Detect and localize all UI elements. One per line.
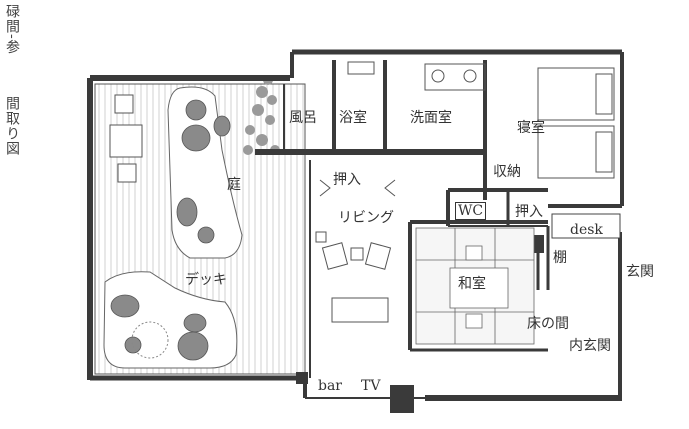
sinks (424, 63, 486, 91)
walls (87, 49, 624, 401)
room-label-japanese-room: 和室 (458, 276, 486, 292)
room-label-bathroom: 浴室 (339, 110, 367, 126)
room-label-bedroom: 寝室 (517, 120, 545, 136)
room-label-wc: WC (455, 202, 487, 220)
room-label-closet-right: 押入 (515, 204, 543, 220)
room-label-washroom: 洗面室 (410, 110, 452, 126)
shower (347, 61, 375, 75)
plan-title-line2: 間取り図 (4, 96, 20, 156)
desk-counter (551, 213, 621, 239)
room-label-storage: 収納 (493, 164, 521, 180)
room-label-tokonoma: 床の間 (527, 316, 569, 332)
room-label-shelf: 棚 (553, 250, 567, 266)
deck-furniture (109, 94, 143, 183)
room-label-entrance: 玄関 (626, 264, 654, 280)
room-label-living: リビング (338, 210, 394, 226)
room-label-garden: 庭 (227, 177, 241, 193)
room-label-inner-entrance: 内玄関 (569, 338, 611, 354)
room-label-bath-tub: 風呂 (289, 110, 317, 126)
label-bar: bar (318, 378, 343, 394)
room-label-desk: desk (570, 222, 603, 238)
tatami-room (415, 227, 535, 345)
room-label-closet-top: 押入 (333, 172, 361, 188)
lower-garden-rocks (110, 294, 209, 361)
pillar (296, 372, 308, 384)
closet-marks (319, 179, 396, 197)
tree-icon (131, 321, 169, 359)
living-furniture (315, 231, 392, 323)
plan-title-line1: 碌間-参 (4, 4, 20, 55)
garden-rocks (176, 99, 231, 244)
twin-beds (537, 67, 615, 179)
room-label-deck: デッキ (185, 272, 227, 288)
label-tv: TV (361, 378, 381, 394)
pillar (390, 385, 414, 413)
